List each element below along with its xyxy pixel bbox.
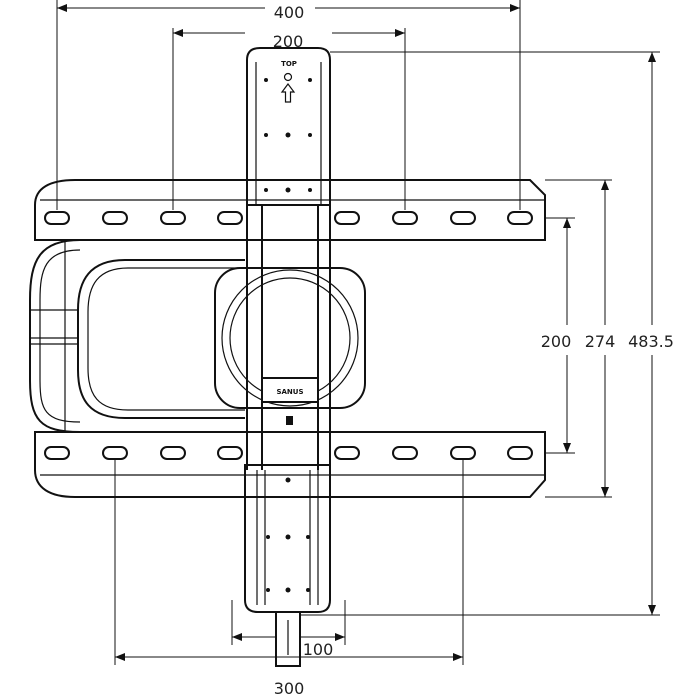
mounting-slot [217,446,243,460]
mounting-slot [44,211,70,225]
mounting-slot [160,211,186,225]
mounting-slot [334,446,360,460]
mounting-slot [450,211,476,225]
mounting-slot [392,446,418,460]
vertical-rails: SANUS [246,205,331,470]
dim-100: 100 [303,640,334,659]
mounting-slot [102,446,128,460]
dimension-labels: 400 200 200 274 483.5 100 300 [265,0,674,698]
mounting-slot [102,211,128,225]
mounting-slot [160,446,186,460]
dim-200-top: 200 [273,32,304,51]
top-label: TOP [281,60,297,68]
dim-200-right: 200 [541,332,572,351]
mounting-slot [450,446,476,460]
dim-400: 400 [274,3,305,22]
dim-300: 300 [274,679,305,698]
swing-arm [29,239,245,433]
up-arrow-icon [280,83,296,103]
dim-483-5: 483.5 [628,332,674,351]
mounting-slot [507,446,533,460]
dim-274: 274 [585,332,616,351]
mounting-slot [334,211,360,225]
lower-plate [244,464,331,667]
mounting-slot [44,446,70,460]
brand-label: SANUS [276,388,303,396]
lower-arm-bar [34,431,546,498]
mounting-slot [217,211,243,225]
mounting-slots [44,211,533,460]
mounting-slot [392,211,418,225]
mounting-slot [507,211,533,225]
top-wall-plate: TOP [246,47,331,206]
dimension-lines [56,0,660,665]
